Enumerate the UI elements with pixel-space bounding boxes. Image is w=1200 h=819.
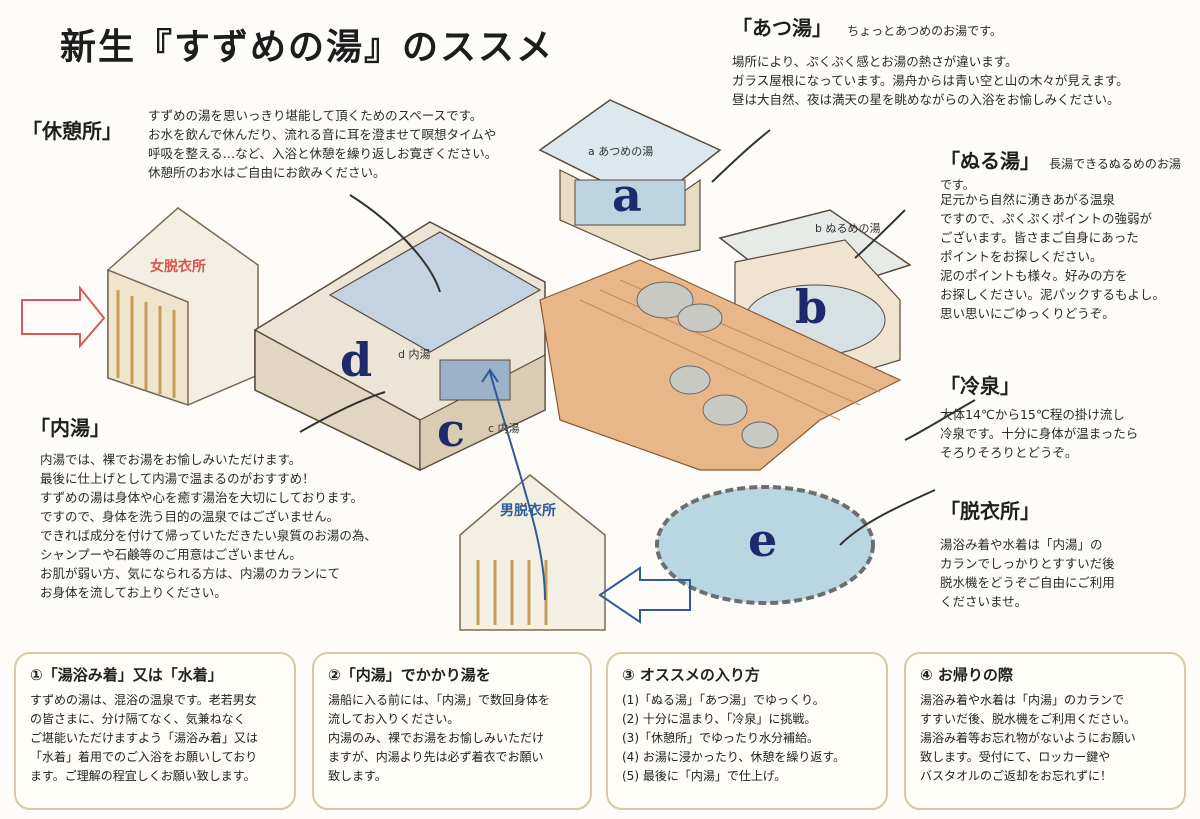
nuruyu-line: ございます。皆さまご自身にあった: [940, 230, 1139, 245]
nuruyu-subheading: 長湯できるぬるめのお湯です。: [940, 157, 1181, 192]
datsuijo-line: カランでしっかりとすすいだ後: [940, 556, 1115, 571]
panel-line: (1)「ぬる湯」「あつ湯」でゆっくり。: [622, 693, 825, 707]
nuruyu-line: お探しください。泥パックするもよし。: [940, 287, 1166, 302]
datsuijo-line: くださいませ。: [940, 594, 1028, 609]
marker-d: d: [340, 333, 373, 387]
panel-body: すずめの湯は、混浴の温泉です。老若男女 の皆さまに、分け隔てなく、気兼ねなく ご…: [30, 691, 280, 786]
kyukeisho-heading: 「休憩所」: [22, 119, 122, 143]
atsuyu-heading: 「あつ湯」: [732, 16, 832, 40]
panel-body: 湯船に入る前には、「内湯」で数回身体を 流してお入りください。 内湯のみ、裸でお…: [328, 691, 576, 786]
kyukeisho-line: 呼吸を整える…など、入浴と休憩を繰り返しお寛ぎください。: [148, 146, 498, 161]
datsuijo-line: 湯浴み着や水着は「内湯」の: [940, 537, 1103, 552]
uchiyu-line: できれば成分を付けて帰っていただきたい泉質のお湯の為、: [40, 528, 377, 543]
reisen-heading: 「冷泉」: [940, 374, 1020, 398]
marker-b: b: [795, 280, 828, 334]
atsuyu-line: 場所により、ぷくぷく感とお湯の熱さが違います。: [732, 54, 1018, 69]
women-room-label: 女脱衣所: [150, 259, 206, 275]
nuruyu-line: 思い思いにごゆっくりどうぞ。: [940, 306, 1115, 321]
marker-e: e: [748, 513, 778, 567]
reisen-line: そろりそろりとどうぞ。: [940, 445, 1078, 460]
nuruyu-line: 足元から自然に湧きあがる温泉: [940, 192, 1116, 207]
reisen-text: 大体14℃から15℃程の掛け流し 冷泉です。十分に身体が温まったら そろりそろり…: [940, 405, 1190, 462]
kyukeisho-line: 休憩所のお水はご自由にお飲みください。: [148, 165, 386, 180]
uchiyu-heading: 「内湯」: [30, 416, 110, 440]
datsuijo-heading: 「脱衣所」: [940, 499, 1040, 523]
main-building: [254, 221, 546, 472]
panel-title: ③ オススメの入り方: [622, 666, 760, 684]
panel-recommended: ③ オススメの入り方 (1)「ぬる湯」「あつ湯」でゆっくり。 (2) 十分に温ま…: [606, 652, 888, 810]
panel-line: ますが、内湯より先は必ず着衣でお願い: [328, 750, 544, 764]
rock-garden: [636, 281, 779, 449]
label-c-small: c 内湯: [488, 421, 520, 435]
uchiyu-line: お身体を流してお上りください。: [40, 585, 227, 600]
atsuyu-text: 場所により、ぷくぷく感とお湯の熱さが違います。 ガラス屋根になっています。湯舟か…: [732, 52, 1182, 109]
nuruyu-heading: 「ぬる湯」: [940, 149, 1040, 173]
label-d-small: d 内湯: [398, 347, 430, 361]
panel-bathing-wear: ①「湯浴み着」又は「水着」 すずめの湯は、混浴の温泉です。老若男女 の皆さまに、…: [14, 652, 296, 810]
panel-line: ご堪能いただけますよう「湯浴み着」又は: [30, 731, 259, 745]
datsuijo-text: 湯浴み着や水着は「内湯」の カランでしっかりとすすいだ後 脱水機をどうぞご自由に…: [940, 535, 1190, 611]
atsuyu-subheading: ちょっとあつめのお湯です。: [847, 24, 1002, 38]
nuruyu-section: 「ぬる湯」 長湯できるぬるめのお湯です。: [940, 145, 1190, 193]
panel-title: ②「内湯」でかかり湯を: [328, 666, 491, 684]
kyukeisho-text: すずめの湯を思いっきり堪能して頂くためのスペースです。 お水を飲んで休んだり、流…: [148, 106, 568, 182]
marker-a: a: [612, 168, 642, 222]
men-room-label: 男脱衣所: [500, 503, 556, 519]
reisen-pool: [655, 485, 875, 605]
panel-line: (3)「休憩所」でゆったり水分補給。: [622, 731, 819, 745]
atsuyu-pavilion: [538, 99, 722, 261]
reisen-line: 大体14℃から15℃程の掛け流し: [940, 407, 1125, 422]
nuruyu-line: ポイントをお探しください。: [940, 249, 1103, 264]
panel-line: すずめの湯は、混浴の温泉です。老若男女: [30, 693, 257, 707]
datsuijo-line: 脱水機をどうぞご自由にご利用: [940, 575, 1115, 590]
uchiyu-text: 内湯では、裸でお湯をお愉しみいただけます。 最後に仕上げとして内湯で温まるのがお…: [40, 450, 440, 602]
nuruyu-text: 足元から自然に湧きあがる温泉 ですので、ぷくぷくポイントの強弱が ございます。皆…: [940, 190, 1190, 323]
panel-body: 湯浴み着や水着は「内湯」のカランで すすいだ後、脱水機をご利用ください。 湯浴み…: [920, 691, 1170, 786]
reisen-line: 冷泉です。十分に身体が温まったら: [940, 426, 1139, 441]
panel-return: ④ お帰りの際 湯浴み着や水着は「内湯」のカランで すすいだ後、脱水機をご利用く…: [904, 652, 1186, 810]
label-b-small: b ぬるめの湯: [815, 222, 880, 235]
nuruyu-line: ですので、ぷくぷくポイントの強弱が: [940, 211, 1153, 226]
uchiyu-line: 内湯では、裸でお湯をお愉しみいただけます。: [40, 452, 302, 467]
pointer-lines: [299, 129, 976, 546]
panel-kakariyu: ②「内湯」でかかり湯を 湯船に入る前には、「内湯」で数回身体を 流してお入りくだ…: [312, 652, 592, 810]
atsuyu-line: ガラス屋根になっています。湯舟からは青い空と山の木々が見えます。: [732, 73, 1129, 88]
panel-title: ①「湯浴み着」又は「水着」: [30, 666, 223, 684]
facility-diagram: a あつめの湯 b ぬるめの湯 c 内湯 d 内湯: [21, 99, 976, 631]
atsuyu-line: 昼は大自然、夜は満天の星を眺めながらの入浴をお愉しみください。: [732, 92, 1120, 107]
panel-line: バスタオルのご返却をお忘れずに！: [920, 769, 1113, 783]
men-entrance-arrow: [481, 368, 691, 624]
marker-c: c: [437, 403, 466, 457]
panel-line: (2) 十分に温まり、「冷泉」に挑戦。: [622, 712, 817, 726]
uchiyu-line: シャンプーや石鹸等のご用意はございません。: [40, 547, 302, 562]
page-title: 新生『すずめの湯』のススメ: [60, 27, 555, 68]
panel-line: 致します。: [328, 769, 387, 783]
panel-line: 流してお入りください。: [328, 712, 460, 726]
uchiyu-line: すずめの湯は身体や心を癒す湯治を大切にしております。: [40, 490, 364, 505]
panel-title: ④ お帰りの際: [920, 666, 1013, 684]
men-changing-room: [459, 474, 606, 631]
panel-line: 湯浴み着等お忘れ物がないようにお願い: [920, 731, 1136, 745]
panel-line: すすいだ後、脱水機をご利用ください。: [920, 712, 1137, 726]
label-a-small: a あつめの湯: [588, 145, 653, 158]
nuruyu-line: 泥のポイントも様々。好みの方を: [940, 268, 1128, 283]
panel-line: (5) 最後に「内湯」で仕上げ。: [622, 769, 787, 783]
panel-line: 湯浴み着や水着は「内湯」のカランで: [920, 693, 1125, 707]
kyukeisho-line: すずめの湯を思いっきり堪能して頂くためのスペースです。: [148, 108, 483, 123]
panel-line: 内湯のみ、裸でお湯をお愉しみいただけ: [328, 731, 545, 745]
panel-line: 「水着」着用でのご入浴をお願いしており: [30, 750, 258, 764]
uchiyu-line: 最後に仕上げとして内湯で温まるのがおすすめ！: [40, 471, 315, 486]
uchiyu-line: ですので、身体を洗う目的の温泉ではございません。: [40, 509, 340, 524]
panel-line: の皆さまに、分け隔てなく、気兼ねなく: [30, 712, 246, 726]
panel-line: ます。ご理解の程宜しくお願い致します。: [30, 769, 256, 783]
nuruyu-pavilion: [718, 209, 912, 391]
women-changing-room: [107, 207, 259, 407]
panel-line: (4) お湯に浸かったり、休憩を繰り返す。: [622, 750, 846, 764]
kyukeisho-line: お水を飲んで休んだり、流れる音に耳を澄ませて瞑想タイムや: [148, 127, 497, 142]
uchiyu-line: お肌が弱い方、気になられる方は、内湯のカランにて: [40, 566, 341, 581]
atsuyu-section: 「あつ湯」 ちょっとあつめのお湯です。: [732, 12, 1002, 41]
panel-body: (1)「ぬる湯」「あつ湯」でゆっくり。 (2) 十分に温まり、「冷泉」に挑戦。 …: [622, 691, 872, 786]
panel-line: 致します。受付にて、ロッカー鍵や: [920, 750, 1111, 764]
panel-line: 湯船に入る前には、「内湯」で数回身体を: [328, 693, 551, 707]
